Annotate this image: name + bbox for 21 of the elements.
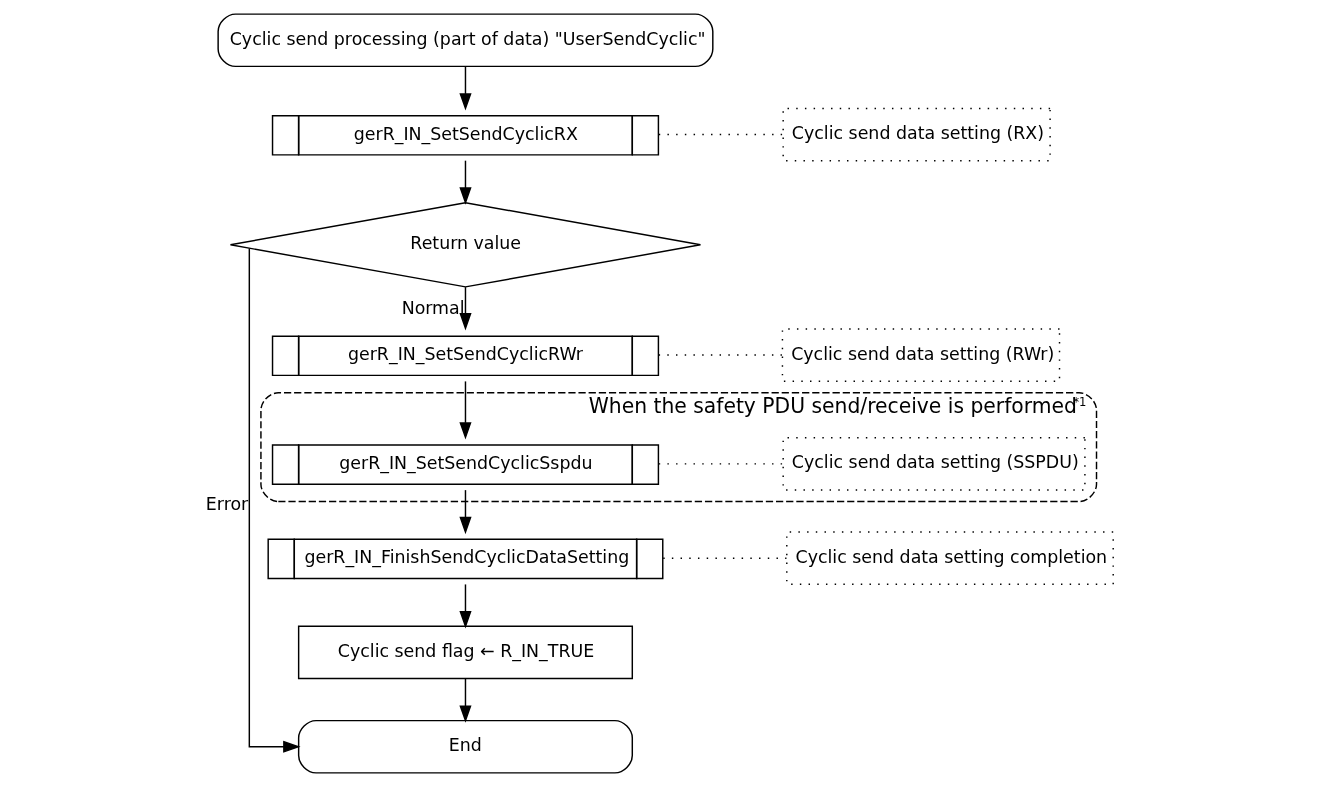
node-box: Cyclic send processing (part of data) "UserSendCyclic" [217,13,714,68]
arrow [459,583,472,629]
arrow [248,247,301,753]
node-box: Cyclic send data setting (SSPDU) [782,437,1086,491]
node-box: End [297,719,634,774]
arrow [459,380,472,440]
arrow [459,489,472,535]
arrow [459,159,472,205]
node-box: Cyclic send data setting completion [786,531,1114,585]
node-box: Cyclic send flag ← R_IN_TRUE [297,625,634,680]
arrow [459,65,472,111]
node-box: Cyclic send data setting (RWr) [781,328,1061,382]
edge-label: Error [205,493,249,514]
arrow [459,678,472,723]
connector [658,133,784,136]
connector [662,557,788,559]
node-diamond: Return value [229,202,702,288]
edge-label: Normal [401,298,465,319]
arrow [459,286,472,331]
connector [658,463,784,465]
node-box: Cyclic send data setting (RX) [782,107,1051,162]
